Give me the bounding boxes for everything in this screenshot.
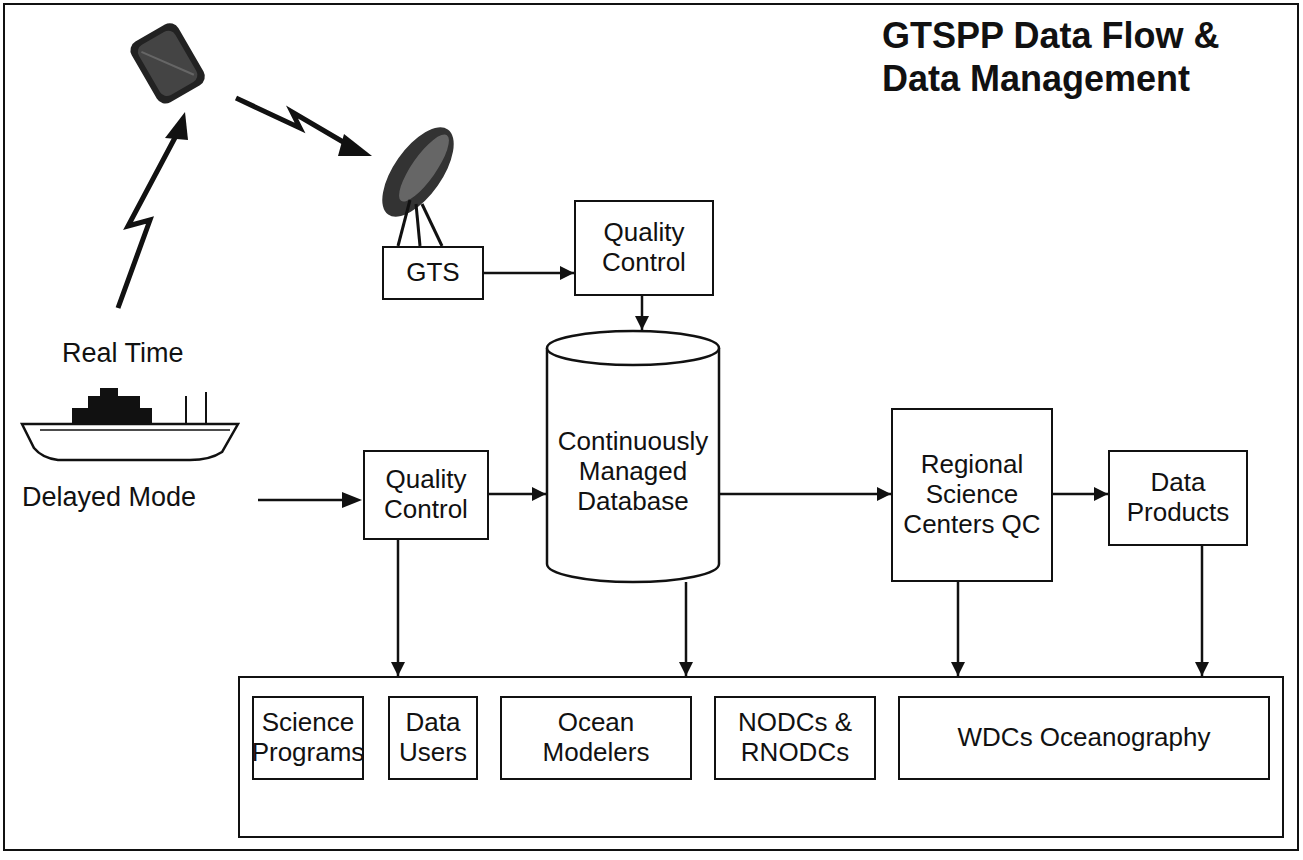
process-box: Regional Science Centers QC [891,408,1053,582]
flow-arrow [1201,546,1204,676]
node-text: GTS [406,258,459,288]
node-text: Regional Science Centers QC [899,450,1045,540]
node-text: Data Products [1116,468,1240,528]
user-group-band: Science Programs Data Users Ocean Modelers… [238,676,1284,838]
user-box: NODCs & RNODCs [714,696,876,780]
node-text: Ocean Modelers [508,708,684,768]
user-box: Data Users [388,696,478,780]
node-text: Data Users [396,708,470,768]
user-box: Ocean Modelers [500,696,692,780]
node-text: Quality Control [371,465,481,525]
dish-antenna [369,116,468,246]
input-arrow [258,492,362,508]
mode-label: Real Time [62,338,184,369]
ship-icon [22,388,238,460]
flow-arrow [957,582,960,676]
radio-link [118,112,188,308]
node-text: Continuously Managed Database [552,427,714,517]
flow-arrow [489,493,546,496]
node-text: WDCs Oceanography [958,723,1211,753]
flow-arrow [720,493,891,496]
satellite-icon [127,20,209,108]
radio-link [236,98,372,156]
flow-arrow [641,296,644,330]
flow-arrow [685,582,688,676]
flow-arrow [484,272,574,275]
database-cylinder: Continuously Managed Database [546,330,720,582]
flow-arrow [397,540,400,676]
diagram-title: GTSPP Data Flow & Data Management [882,14,1252,100]
process-box: Quality Control [574,200,714,296]
user-box: WDCs Oceanography [898,696,1270,780]
outer-frame [4,4,1298,850]
node-text: Science Programs [252,708,365,768]
gts-box: GTS [382,246,484,300]
user-box: Science Programs [252,696,364,780]
node-text: NODCs & RNODCs [722,708,868,768]
output-box: Data Products [1108,450,1248,546]
node-text: Quality Control [582,218,706,278]
process-box: Quality Control [363,450,489,540]
flow-arrow [1053,493,1108,496]
mode-label: Delayed Mode [22,482,196,513]
